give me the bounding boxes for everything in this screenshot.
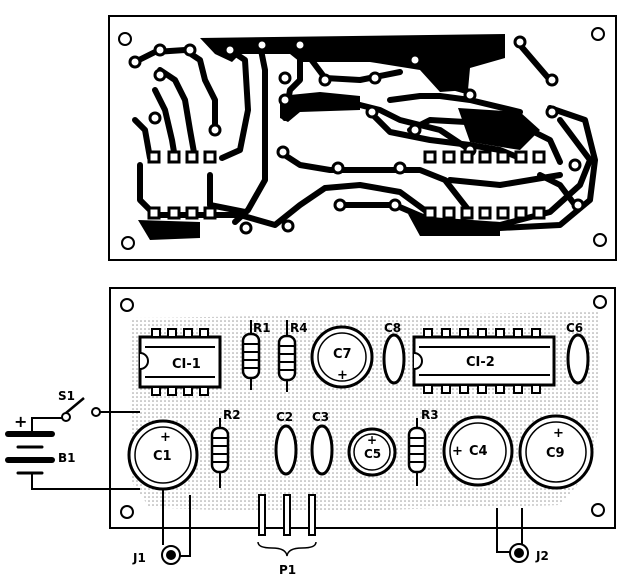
c1-label: C1 bbox=[153, 449, 172, 464]
jack1-label: J1 bbox=[132, 551, 146, 565]
r4-label: R4 bbox=[290, 321, 308, 335]
c8-label: C8 bbox=[384, 321, 401, 335]
c7-plus: + bbox=[337, 368, 348, 383]
resistor-r4 bbox=[277, 320, 297, 392]
c1-plus: + bbox=[160, 430, 171, 445]
switch-s1: S1 bbox=[58, 389, 101, 422]
pot-label: P1 bbox=[279, 563, 296, 577]
capacitor-c6 bbox=[566, 333, 590, 385]
resistor-r3 bbox=[407, 418, 427, 486]
resistor-r2 bbox=[210, 418, 230, 488]
jack-j1: J1 bbox=[132, 545, 181, 565]
capacitor-c7: C7 + bbox=[310, 325, 374, 389]
c2-label: C2 bbox=[276, 410, 293, 424]
jack2-label: J2 bbox=[535, 549, 549, 563]
ic-ci1: CI-1 bbox=[138, 328, 222, 396]
copper-traces bbox=[132, 42, 598, 231]
ic-ci2: CI-2 bbox=[412, 328, 556, 394]
c4-label: C4 bbox=[469, 444, 488, 459]
c4-plus: + bbox=[452, 444, 463, 459]
c9-label: C9 bbox=[546, 446, 565, 461]
c6-label: C6 bbox=[566, 321, 583, 335]
ic-ci2-label: CI-2 bbox=[466, 355, 495, 370]
c5-label: C5 bbox=[364, 447, 381, 461]
external-wires bbox=[31, 411, 523, 557]
copper-round-pads bbox=[128, 35, 585, 235]
component-mounting-holes bbox=[120, 295, 607, 519]
component-side-board: CI-1 CI-2 R1 bbox=[109, 287, 616, 529]
c9-plus: + bbox=[553, 426, 564, 441]
switch-label: S1 bbox=[58, 389, 75, 403]
c3-label: C3 bbox=[312, 410, 329, 424]
c7-label: C7 bbox=[333, 347, 352, 362]
battery-label: B1 bbox=[58, 451, 76, 465]
jack-j2: J2 bbox=[509, 543, 549, 563]
ic-ci1-label: CI-1 bbox=[172, 357, 201, 372]
capacitor-c3 bbox=[310, 424, 334, 476]
capacitor-c4: + C4 bbox=[442, 415, 514, 487]
potentiometer-p1: P1 bbox=[257, 494, 317, 577]
capacitor-c2 bbox=[274, 424, 298, 476]
copper-mounting-holes bbox=[118, 27, 607, 250]
capacitor-c9: + C9 bbox=[518, 414, 594, 490]
capacitor-c5: + C5 bbox=[347, 427, 397, 477]
r3-label: R3 bbox=[421, 408, 439, 422]
battery-b1: + B1 bbox=[5, 412, 76, 475]
r2-label: R2 bbox=[223, 408, 241, 422]
resistor-r1 bbox=[241, 320, 261, 390]
c5-plus: + bbox=[367, 433, 377, 447]
copper-square-pads bbox=[147, 150, 546, 220]
battery-plus-label: + bbox=[14, 412, 27, 431]
capacitor-c1: + C1 bbox=[127, 419, 199, 491]
r1-label: R1 bbox=[253, 321, 271, 335]
copper-side-board bbox=[108, 15, 617, 261]
capacitor-c8 bbox=[382, 333, 406, 385]
